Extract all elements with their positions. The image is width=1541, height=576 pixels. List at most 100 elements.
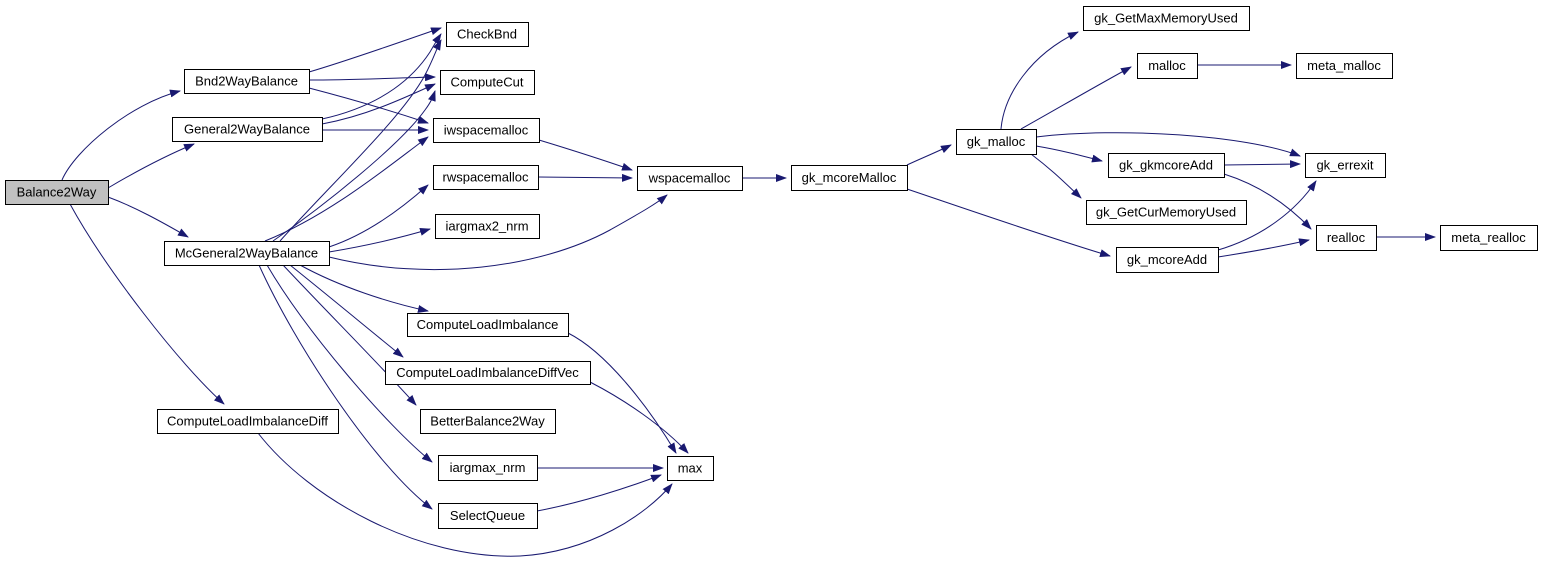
node-meta_realloc[interactable]: meta_realloc (1440, 225, 1538, 251)
node-box-malloc[interactable] (1137, 53, 1198, 79)
node-label-gk_mcoreAdd: gk_mcoreAdd (1127, 252, 1207, 267)
node-box-SelectQueue[interactable] (438, 503, 538, 529)
node-meta_malloc[interactable]: meta_malloc (1296, 53, 1393, 79)
node-ComputeLoadImbalance[interactable]: ComputeLoadImbalance (407, 313, 569, 337)
node-gk_GetCurMemoryUsed[interactable]: gk_GetCurMemoryUsed (1086, 200, 1247, 225)
node-box-ComputeLoadImbalanceDiffVec[interactable] (385, 361, 591, 385)
node-CheckBnd[interactable]: CheckBnd (446, 22, 529, 47)
edge-gk_malloc-to-gk_errexit (1035, 132, 1301, 157)
edge-Bnd2WayBalance-to-iwspacemalloc (308, 87, 429, 124)
node-label-meta_realloc: meta_realloc (1451, 230, 1526, 245)
node-label-gk_errexit: gk_errexit (1316, 158, 1373, 173)
edge-gk_malloc-to-gk_GetCurMemoryUsed (1030, 153, 1082, 199)
node-iwspacemalloc[interactable]: iwspacemalloc (433, 118, 540, 143)
edge-gk_gkmcoreAdd-to-gk_errexit (1223, 160, 1301, 169)
edge-gk_malloc-to-gk_GetMaxMemoryUsed (1000, 31, 1079, 130)
node-wspacemalloc[interactable]: wspacemalloc (637, 166, 743, 191)
node-label-iargmax_nrm: iargmax_nrm (450, 460, 526, 475)
edge-gk_malloc-to-gk_gkmcoreAdd (1035, 145, 1103, 163)
node-label-malloc: malloc (1148, 58, 1186, 73)
node-label-iwspacemalloc: iwspacemalloc (444, 123, 529, 138)
edge-McGeneral2WayBalance-to-ComputeLoadImbalance (299, 264, 429, 313)
node-gk_gkmcoreAdd[interactable]: gk_gkmcoreAdd (1108, 153, 1225, 178)
node-box-gk_GetMaxMemoryUsed[interactable] (1083, 6, 1250, 31)
edge-gk_mcoreAdd-to-gk_errexit (1217, 180, 1317, 251)
node-box-wspacemalloc[interactable] (637, 166, 743, 191)
edge-Balance2Way-to-General2WayBalance (107, 143, 195, 189)
edge-gk_mcoreMalloc-to-gk_malloc (906, 144, 952, 166)
node-ComputeLoadImbalanceDiff[interactable]: ComputeLoadImbalanceDiff (157, 409, 339, 434)
node-SelectQueue[interactable]: SelectQueue (438, 503, 538, 529)
node-General2WayBalance[interactable]: General2WayBalance (172, 117, 323, 142)
node-label-gk_gkmcoreAdd: gk_gkmcoreAdd (1119, 158, 1213, 173)
node-BetterBalance2Way[interactable]: BetterBalance2Way (420, 409, 556, 434)
node-box-gk_mcoreAdd[interactable] (1116, 247, 1219, 273)
node-iargmax2_nrm[interactable]: iargmax2_nrm (435, 214, 540, 239)
node-label-Bnd2WayBalance: Bnd2WayBalance (195, 74, 298, 89)
node-box-max[interactable] (667, 456, 714, 481)
edge-McGeneral2WayBalance-to-SelectQueue (258, 264, 433, 510)
node-ComputeLoadImbalanceDiffVec[interactable]: ComputeLoadImbalanceDiffVec (385, 361, 591, 385)
node-McGeneral2WayBalance[interactable]: McGeneral2WayBalance (164, 241, 330, 266)
node-ComputeCut[interactable]: ComputeCut (440, 70, 535, 95)
node-box-BetterBalance2Way[interactable] (420, 409, 556, 434)
node-box-iargmax_nrm[interactable] (438, 455, 538, 481)
node-label-BetterBalance2Way: BetterBalance2Way (430, 414, 545, 429)
node-label-wspacemalloc: wspacemalloc (648, 171, 731, 186)
edge-iwspacemalloc-to-wspacemalloc (538, 139, 633, 171)
node-gk_malloc[interactable]: gk_malloc (956, 129, 1037, 155)
node-gk_errexit[interactable]: gk_errexit (1305, 153, 1386, 178)
node-box-iargmax2_nrm[interactable] (435, 214, 540, 239)
node-box-Bnd2WayBalance[interactable] (184, 69, 310, 94)
edge-gk_mcoreAdd-to-realloc (1217, 238, 1310, 258)
node-box-ComputeCut[interactable] (440, 70, 535, 95)
node-Balance2Way: Balance2Way (5, 180, 109, 205)
node-box-ComputeLoadImbalanceDiff[interactable] (157, 409, 339, 434)
node-box-realloc[interactable] (1316, 225, 1377, 251)
edge-General2WayBalance-to-ComputeCut (321, 83, 436, 125)
node-box-ComputeLoadImbalance[interactable] (407, 313, 569, 337)
node-box-gk_mcoreMalloc[interactable] (791, 165, 908, 191)
node-label-ComputeLoadImbalanceDiffVec: ComputeLoadImbalanceDiffVec (396, 365, 579, 380)
node-iargmax_nrm[interactable]: iargmax_nrm (438, 455, 538, 481)
edge-Bnd2WayBalance-to-ComputeCut (308, 73, 436, 82)
node-box-meta_malloc[interactable] (1296, 53, 1393, 79)
node-box-meta_realloc[interactable] (1440, 225, 1538, 251)
node-box-gk_errexit[interactable] (1305, 153, 1386, 178)
edge-Balance2Way-to-Bnd2WayBalance (61, 89, 181, 181)
node-box-McGeneral2WayBalance[interactable] (164, 241, 330, 266)
node-gk_mcoreMalloc[interactable]: gk_mcoreMalloc (791, 165, 908, 191)
edge-layer (61, 27, 1436, 557)
node-box-General2WayBalance[interactable] (172, 117, 323, 142)
node-gk_mcoreAdd[interactable]: gk_mcoreAdd (1116, 247, 1219, 273)
node-label-meta_malloc: meta_malloc (1307, 58, 1381, 73)
node-box-CheckBnd[interactable] (446, 22, 529, 47)
edge-McGeneral2WayBalance-to-CheckBnd (279, 39, 442, 242)
node-malloc[interactable]: malloc (1137, 53, 1198, 79)
edge-McGeneral2WayBalance-to-iwspacemalloc (264, 136, 429, 242)
node-label-General2WayBalance: General2WayBalance (184, 122, 310, 137)
node-label-ComputeLoadImbalance: ComputeLoadImbalance (417, 317, 559, 332)
node-label-iargmax2_nrm: iargmax2_nrm (445, 219, 528, 234)
node-label-max: max (678, 461, 703, 476)
node-realloc[interactable]: realloc (1316, 225, 1377, 251)
edge-McGeneral2WayBalance-to-rwspacemalloc (328, 184, 429, 248)
node-box-rwspacemalloc[interactable] (433, 165, 539, 190)
node-box-iwspacemalloc[interactable] (433, 118, 540, 143)
node-box-gk_malloc[interactable] (956, 129, 1037, 155)
node-max[interactable]: max (667, 456, 714, 481)
node-Bnd2WayBalance[interactable]: Bnd2WayBalance (184, 69, 310, 94)
edge-McGeneral2WayBalance-to-BetterBalance2Way (282, 264, 417, 406)
node-label-Balance2Way: Balance2Way (17, 185, 97, 200)
node-box-gk_gkmcoreAdd[interactable] (1108, 153, 1225, 178)
node-gk_GetMaxMemoryUsed[interactable]: gk_GetMaxMemoryUsed (1083, 6, 1250, 31)
node-rwspacemalloc[interactable]: rwspacemalloc (433, 165, 539, 190)
node-label-gk_GetCurMemoryUsed: gk_GetCurMemoryUsed (1096, 205, 1236, 220)
edge-Balance2Way-to-McGeneral2WayBalance (107, 196, 189, 238)
node-box-gk_GetCurMemoryUsed[interactable] (1086, 200, 1247, 225)
edge-Balance2Way-to-ComputeLoadImbalanceDiff (69, 203, 225, 405)
node-label-ComputeLoadImbalanceDiff: ComputeLoadImbalanceDiff (167, 414, 328, 429)
edge-gk_mcoreMalloc-to-gk_mcoreAdd (906, 188, 1111, 257)
edge-gk_malloc-to-malloc (1020, 66, 1132, 130)
